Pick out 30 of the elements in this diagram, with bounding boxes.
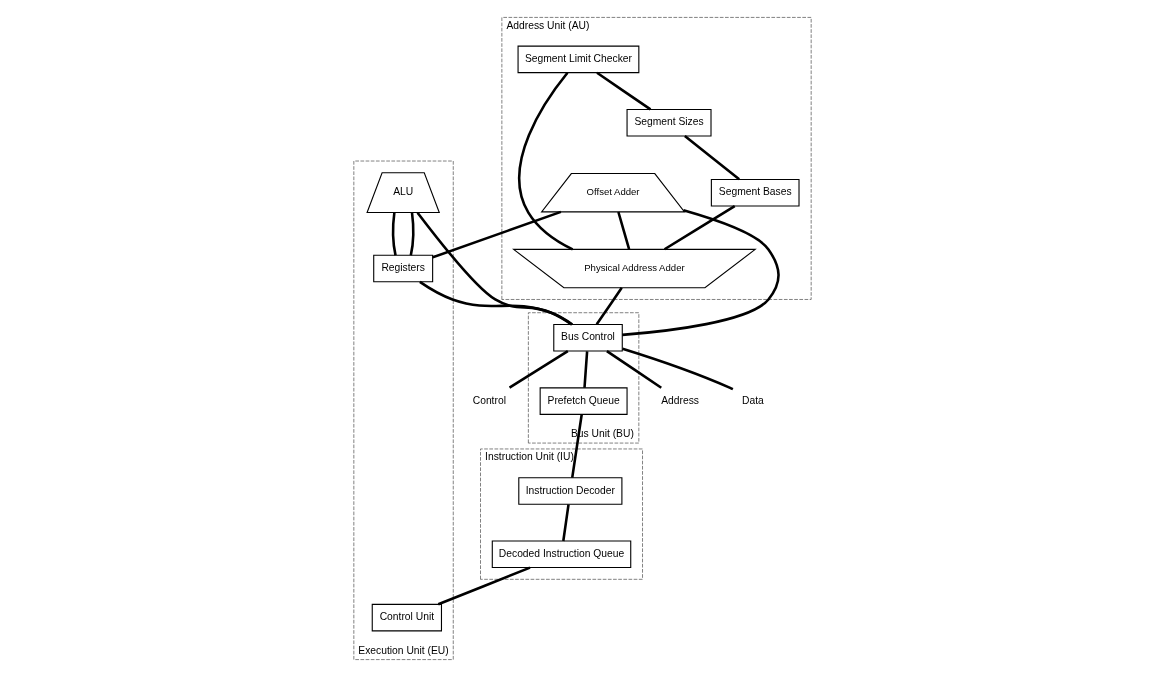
connector xyxy=(561,504,570,542)
connector xyxy=(409,212,414,256)
connector xyxy=(683,135,740,181)
connector xyxy=(431,210,561,259)
node-box: Segment Limit Checker xyxy=(517,45,639,74)
node-box: Instruction Decoder xyxy=(517,477,622,505)
node-text: Address xyxy=(660,394,699,406)
connector xyxy=(418,280,573,326)
connector xyxy=(595,71,651,111)
connector xyxy=(517,72,573,251)
connector xyxy=(605,350,662,389)
connector xyxy=(621,209,780,337)
node-box: Prefetch Queue xyxy=(539,387,628,415)
node-box: Control Unit xyxy=(371,603,442,632)
connector xyxy=(621,347,733,391)
node-text: Control xyxy=(472,394,506,406)
node-box: Registers xyxy=(372,254,433,283)
connector xyxy=(595,287,623,326)
node-box: Decoded Instruction Queue xyxy=(491,540,631,569)
node-box: Bus Control xyxy=(552,323,623,352)
connector xyxy=(508,350,568,389)
connector xyxy=(391,212,397,256)
node-text: Data xyxy=(741,394,764,406)
node-box: Segment Sizes xyxy=(626,108,712,137)
connector xyxy=(663,204,735,251)
connector xyxy=(416,211,572,326)
connector xyxy=(616,211,630,250)
connector xyxy=(437,566,530,606)
node-box: Segment Bases xyxy=(710,178,800,207)
connector xyxy=(582,351,588,388)
